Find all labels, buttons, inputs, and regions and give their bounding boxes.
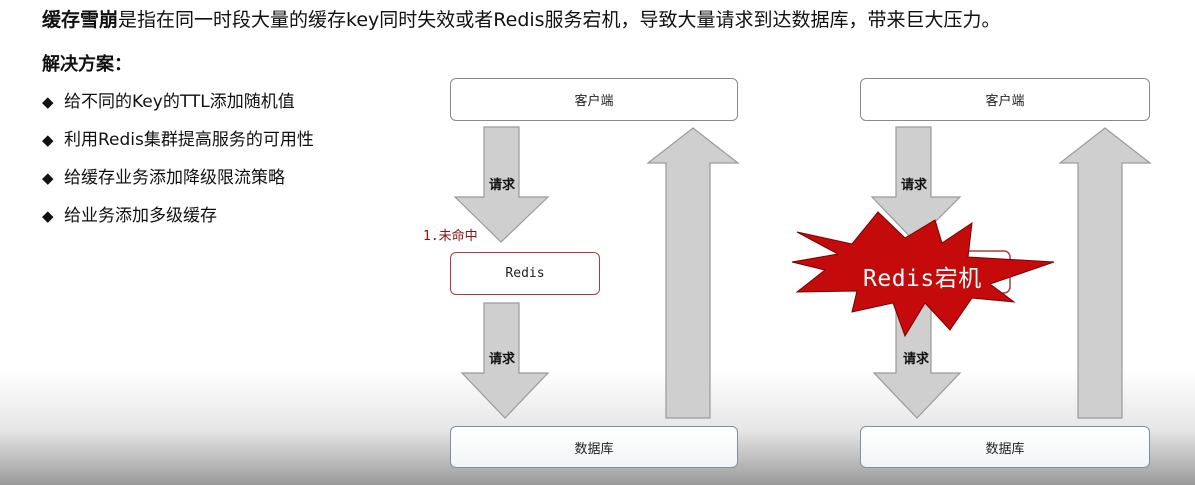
headline-term: 缓存雪崩 <box>42 9 119 31</box>
left-client-box: 客户端 <box>450 78 738 121</box>
headline-text: 是指在同一时段大量的缓存key同时失效或者Redis服务宕机，导致大量请求到达数… <box>118 9 1001 31</box>
solution-title: 解决方案： <box>42 54 132 75</box>
redis-down-label: Redis宕机 <box>863 266 982 292</box>
redis-down-burst-icon <box>791 211 1055 338</box>
diamond-bullet-icon: ◆ <box>42 93 54 111</box>
left-request-bottom-label: 请求 <box>489 352 516 367</box>
left-redis-label: Redis <box>505 266 545 281</box>
list-item-text: 给业务添加多级缓存 <box>64 206 217 226</box>
diamond-bullet-icon: ◆ <box>42 131 54 149</box>
left-database-box: 数据库 <box>450 426 738 468</box>
right-client-label: 客户端 <box>985 94 1025 109</box>
right-client-box: 客户端 <box>860 78 1150 121</box>
right-up-arrow <box>1058 127 1152 419</box>
diamond-bullet-icon: ◆ <box>42 207 54 225</box>
left-client-label: 客户端 <box>574 94 614 109</box>
right-down-arrow-bottom <box>872 302 962 419</box>
right-request-top-label: 请求 <box>901 178 928 193</box>
left-down-arrow-bottom <box>460 302 550 419</box>
left-up-arrow <box>646 127 740 419</box>
list-item: ◆ 给不同的Key的TTL添加随机值 <box>42 90 314 128</box>
list-item: ◆ 给业务添加多级缓存 <box>42 204 314 242</box>
right-database-box: 数据库 <box>860 426 1150 468</box>
list-item: ◆ 利用Redis集群提高服务的可用性 <box>42 128 314 166</box>
headline: 缓存雪崩是指在同一时段大量的缓存key同时失效或者Redis服务宕机，导致大量请… <box>42 6 1182 34</box>
left-down-arrow-top <box>453 126 550 243</box>
right-down-arrow-top <box>870 126 962 243</box>
right-database-label: 数据库 <box>985 441 1025 457</box>
list-item: ◆ 给缓存业务添加降级限流策略 <box>42 166 314 204</box>
cache-miss-label: 1.未命中 <box>423 229 478 244</box>
left-database-label: 数据库 <box>574 441 614 457</box>
list-item-text: 利用Redis集群提高服务的可用性 <box>64 130 314 150</box>
left-redis-box: Redis <box>450 252 600 295</box>
diamond-bullet-icon: ◆ <box>42 169 54 187</box>
list-item-text: 给不同的Key的TTL添加随机值 <box>64 92 295 112</box>
solution-list: ◆ 给不同的Key的TTL添加随机值 ◆ 利用Redis集群提高服务的可用性 ◆ 给缓… <box>42 90 314 242</box>
right-request-bottom-label: 请求 <box>903 352 930 367</box>
list-item-text: 给缓存业务添加降级限流策略 <box>64 168 285 188</box>
left-request-top-label: 请求 <box>489 178 516 193</box>
